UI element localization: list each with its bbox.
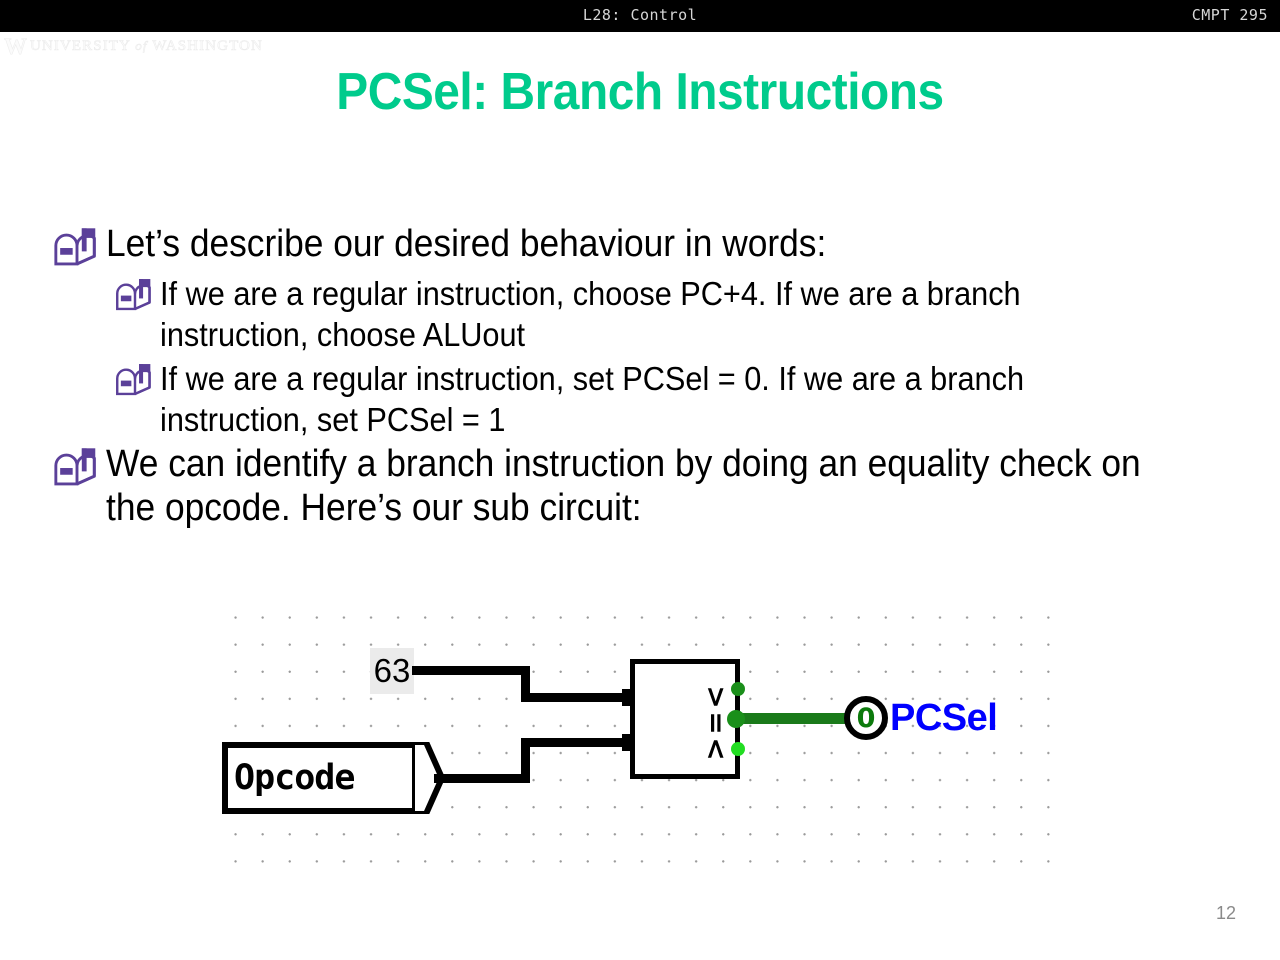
wire-const-to-comparator: [521, 693, 636, 702]
uw-logo-w-mark: W: [4, 33, 28, 59]
uw-logo: W UNIVERSITY of WASHINGTON: [4, 33, 324, 59]
bullet-item: Let’s describe our desired behaviour in …: [52, 222, 1232, 271]
comparator-symbol-greater: >: [700, 685, 733, 709]
mailbox-icon: [52, 446, 102, 491]
comparator-output-pin-greater: [731, 682, 745, 696]
bullet-text: We can identify a branch instruction by …: [106, 443, 1141, 530]
uw-logo-wordmark: UNIVERSITY of WASHINGTON: [30, 37, 263, 55]
comparator-output-pin-less: [731, 742, 745, 756]
comparator-symbol-less: <: [700, 737, 733, 761]
slide-title: PCSel: Branch Instructions: [336, 63, 944, 121]
opcode-block-body: [222, 742, 418, 814]
pcsel-pin-value: 0: [856, 702, 876, 734]
comparator-symbol-equal: =: [700, 711, 733, 735]
opcode-label: Opcode: [234, 758, 355, 798]
wire-opcode-right: [434, 774, 530, 783]
header-bar: L28: Control CMPT 295: [0, 0, 1280, 32]
bullet-text: Let’s describe our desired behaviour in …: [106, 223, 827, 265]
page-number: 12: [1215, 903, 1236, 923]
wire-opcode-to-comparator: [521, 738, 636, 747]
mailbox-icon: [114, 362, 156, 400]
slide-body: Let’s describe our desired behaviour in …: [52, 222, 1232, 532]
bullet-text: If we are a regular instruction, choose …: [160, 275, 1021, 354]
bullet-text: If we are a regular instruction, set PCS…: [160, 359, 1025, 438]
mailbox-icon: [52, 226, 102, 271]
comparator-block: > = <: [630, 659, 740, 779]
bullet-item: We can identify a branch instruction by …: [52, 442, 1232, 530]
uw-logo-of: of: [135, 37, 148, 53]
wire-equality-output: [730, 713, 865, 724]
wire-const-drop: [521, 666, 530, 702]
bullet-item: If we are a regular instruction, choose …: [114, 273, 1232, 356]
sub-circuit-diagram: 63 Opcode > = < 0 PCSel: [222, 604, 1062, 874]
pcsel-output-label: PCSel: [890, 697, 998, 739]
bullet-item: If we are a regular instruction, set PCS…: [114, 358, 1232, 441]
opcode-block: Opcode: [222, 742, 446, 814]
header-course-code: CMPT 295: [1191, 6, 1268, 24]
constant-63-label: 63: [370, 648, 414, 694]
opcode-block-pointer: [412, 742, 446, 814]
uw-logo-university: UNIVERSITY: [30, 37, 131, 54]
comparator-output-pin-equal: [727, 710, 745, 728]
pcsel-output-pin: 0: [844, 696, 888, 740]
mailbox-icon: [114, 277, 156, 315]
wire-opcode-rise: [521, 738, 530, 783]
wire-const-top: [412, 666, 530, 675]
header-lecture-title: L28: Control: [582, 6, 698, 24]
uw-logo-washington: WASHINGTON: [152, 37, 263, 54]
